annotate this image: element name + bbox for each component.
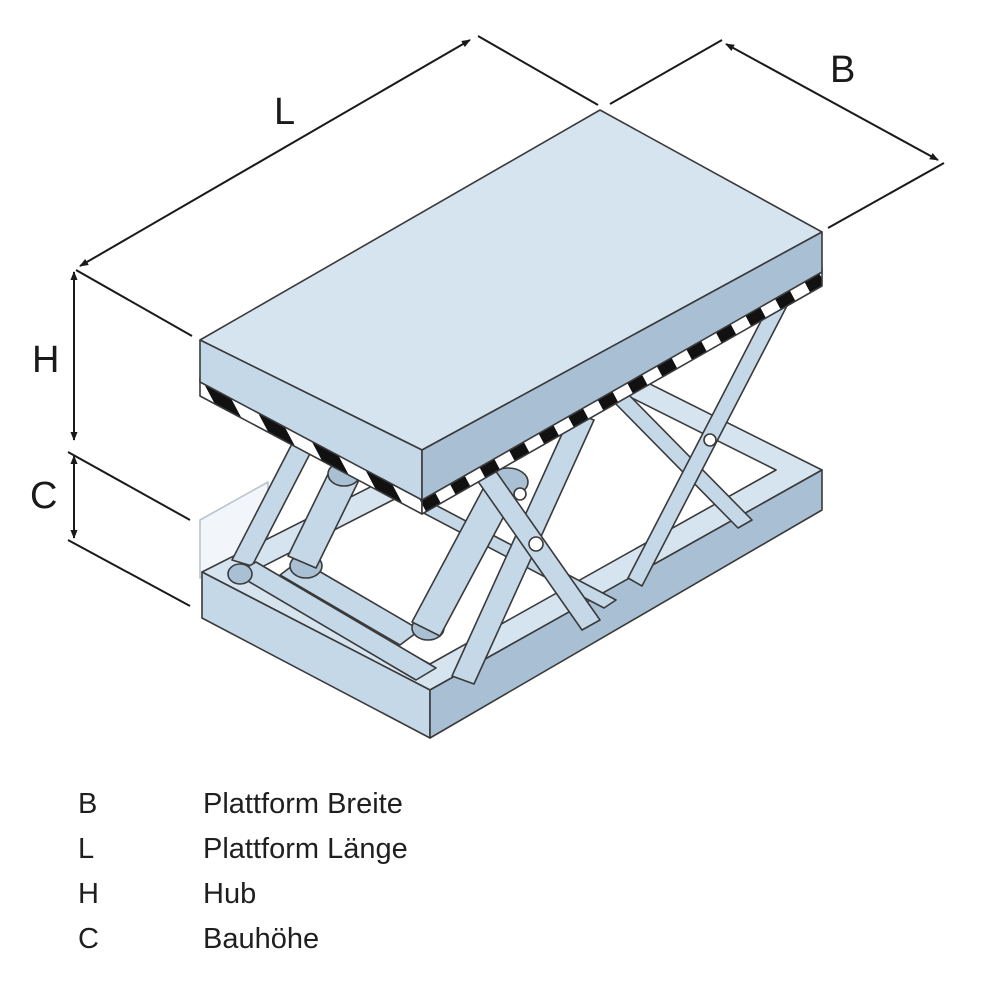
rear-scissor-arms [611,291,791,587]
legend-item-h: H Hub [78,872,678,917]
dimension-line-l [79,39,471,267]
dimension-label-c: C [30,475,57,517]
legend: B Plattform Breite L Plattform Länge H H… [78,782,678,962]
dimension-lines [67,35,945,607]
legend-key: H [78,878,99,910]
legend-key: B [78,788,98,820]
legend-description: Bauhöhe [203,923,320,955]
platform-right [421,231,823,501]
scissor-lift [199,109,823,739]
legend-description: Plattform Länge [203,833,408,865]
legend-key: C [78,923,99,955]
scissor-pivot [528,536,544,552]
roller-end [227,563,253,585]
scissor-lift-diagram: L B H C [30,35,945,739]
legend-description: Hub [203,878,257,910]
dimension-label-h: H [32,339,59,381]
extension-line [477,35,599,106]
dimension-label-b: B [830,49,855,91]
front-scissor-arms [231,411,601,685]
extension-line [827,162,945,229]
scissor-pivot [703,433,717,447]
roller-body [235,561,437,681]
dimension-label-l: L [274,91,295,133]
dimension-line-b [725,43,939,161]
legend-item-c: C Bauhöhe [78,917,678,962]
extension-line [67,539,191,607]
scissor-arm [451,411,595,685]
scissor-pivot [513,487,527,501]
legend-item-l: L Plattform Länge [78,827,678,872]
extension-line [67,451,191,521]
legend-item-b: B Plattform Breite [78,782,678,827]
extension-line [75,269,193,337]
legend-description: Plattform Breite [203,788,403,820]
extension-line [609,39,723,105]
legend-key: L [78,833,95,865]
platform [199,109,823,501]
base-frame-right [429,469,823,739]
base-roller [227,561,437,681]
